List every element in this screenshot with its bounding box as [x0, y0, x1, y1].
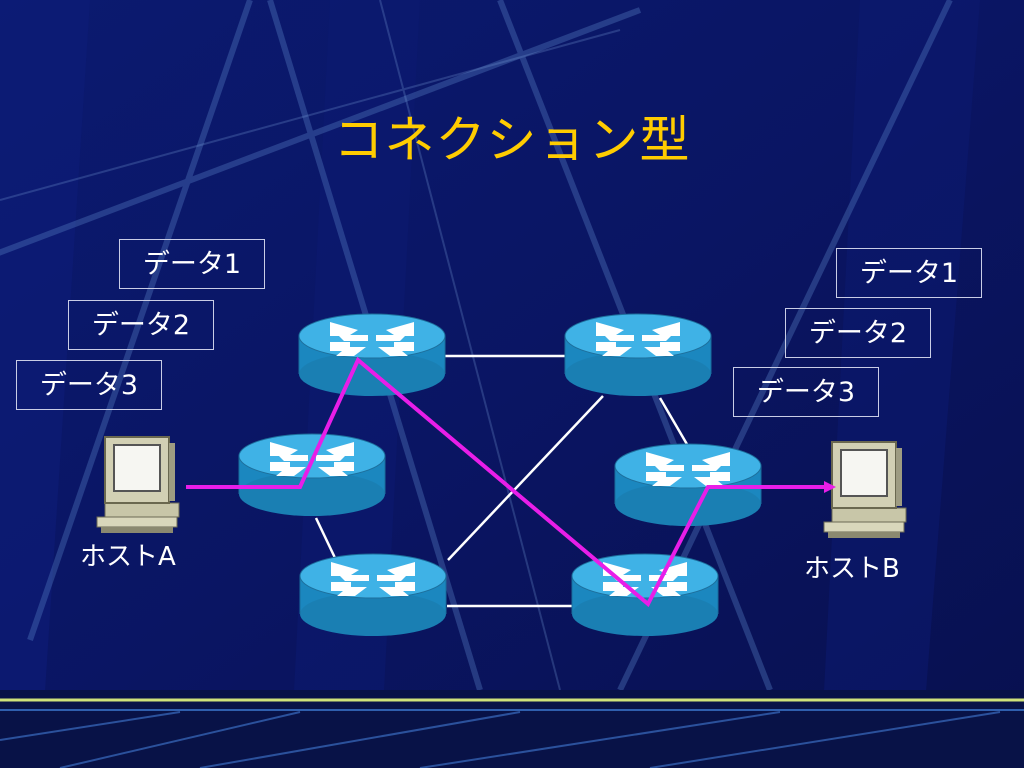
- computer-icon-host-b: [823, 441, 907, 539]
- host-b-label: ホストB: [804, 554, 900, 584]
- network-links: [314, 354, 690, 608]
- packet-label-host-b-2: データ2: [785, 308, 931, 358]
- router-icon-r3: [238, 433, 386, 517]
- host-a-label: ホストA: [80, 542, 176, 572]
- router-icon-r1: [298, 313, 446, 397]
- slide-title: コネクション型: [333, 111, 691, 169]
- packet-label-host-b-1: データ1: [836, 248, 982, 298]
- router-icon-r4: [299, 553, 447, 637]
- link-r3-r4: [314, 517, 338, 561]
- packet-label-host-b-3: データ3: [733, 367, 879, 417]
- packet-label-host-a-2: データ2: [68, 300, 214, 350]
- router-icon-r5: [571, 553, 719, 637]
- link-r2-r6: [658, 397, 690, 447]
- router-icon-r2: [564, 313, 712, 397]
- path-arrowhead-icon: [824, 481, 836, 493]
- link-r2-r4: [447, 395, 604, 561]
- connection-path: [186, 356, 828, 608]
- computer-icon-host-a: [96, 436, 180, 534]
- packet-label-host-a-3: データ3: [16, 360, 162, 410]
- packet-label-host-a-1: データ1: [119, 239, 265, 289]
